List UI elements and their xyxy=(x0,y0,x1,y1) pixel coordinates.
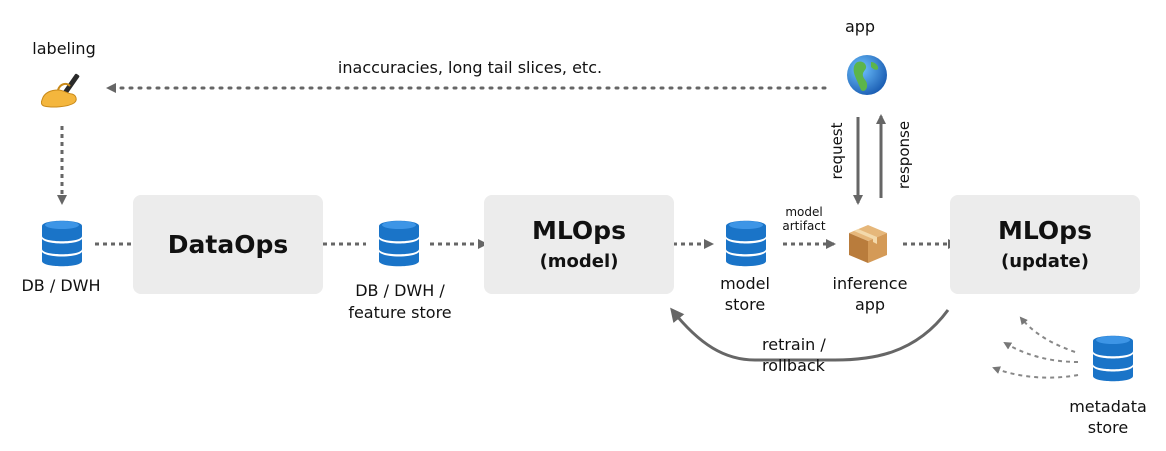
response-label: response xyxy=(895,120,913,190)
package-box-icon xyxy=(849,225,887,263)
retrain-label-1: retrain / xyxy=(762,335,826,354)
mlops-update-subtitle: (update) xyxy=(1001,250,1089,272)
retrain-rollback-arrow xyxy=(670,307,950,362)
globe-americas-icon xyxy=(847,55,887,95)
artifact-label-2: artifact xyxy=(782,219,826,233)
app-label: app xyxy=(844,17,876,36)
database-icon xyxy=(379,220,419,267)
retrain-label-2: rollback xyxy=(762,356,825,375)
database-icon xyxy=(1093,335,1133,382)
metadata-arrow-1 xyxy=(1019,316,1076,353)
inference-label-1: inference xyxy=(832,274,908,293)
metadata-arrow-3 xyxy=(992,366,1079,379)
mlops-update-box: MLOps (update) xyxy=(950,195,1140,294)
request-label: request xyxy=(828,122,846,180)
dataops-box: DataOps xyxy=(133,195,323,294)
mlops-model-subtitle: (model) xyxy=(539,250,619,272)
database-icon xyxy=(42,220,82,267)
mlops-model-box: MLOps (model) xyxy=(484,195,674,294)
database-icon xyxy=(726,220,766,267)
artifact-label-1: model xyxy=(785,205,823,219)
model-store-label-1: model xyxy=(720,274,770,293)
feedback-edge-label: inaccuracies, long tail slices, etc. xyxy=(337,58,603,77)
labeling-label: labeling xyxy=(32,39,96,58)
mlops-update-title: MLOps xyxy=(998,215,1092,245)
dataops-title: DataOps xyxy=(167,229,289,259)
writing-hand-icon xyxy=(40,73,80,108)
metadata-label-1: metadata xyxy=(1069,397,1147,416)
mlops-model-title: MLOps xyxy=(532,215,626,245)
inference-label-2: app xyxy=(854,295,886,314)
feature-store-label-1: DB / DWH / xyxy=(355,281,445,300)
db-dwh-label: DB / DWH xyxy=(21,276,101,295)
metadata-arrow-2 xyxy=(1003,341,1079,363)
feature-store-label-2: feature store xyxy=(348,303,452,322)
metadata-label-2: store xyxy=(1087,418,1129,437)
model-store-label-2: store xyxy=(724,295,766,314)
